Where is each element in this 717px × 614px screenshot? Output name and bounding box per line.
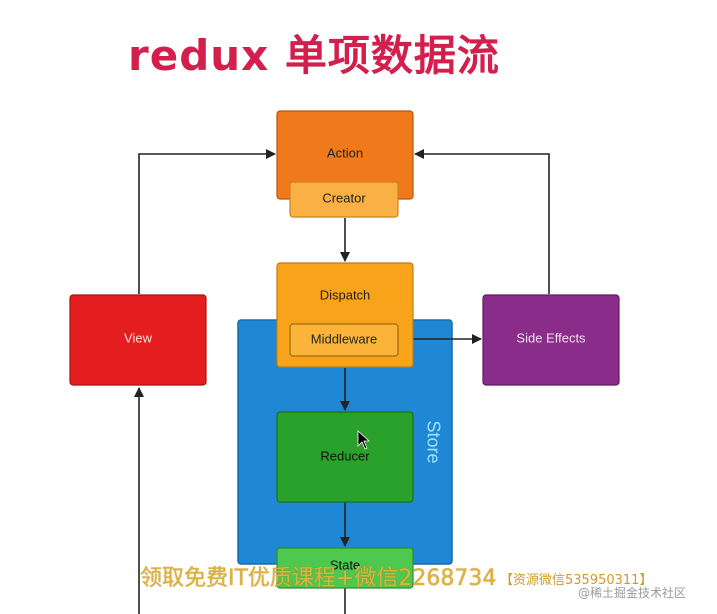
side-effects-label: Side Effects [516, 330, 586, 345]
state-label: State [330, 557, 360, 572]
side-effects-node: Side Effects [482, 294, 620, 386]
state-node: State [276, 547, 414, 589]
reducer-label: Reducer [320, 448, 370, 463]
dispatch-label: Dispatch [320, 287, 371, 302]
page-title: redux 单项数据流 [128, 31, 500, 80]
arrow-view-to-action [138, 149, 276, 294]
arrow-side-effects-to-action [414, 149, 550, 294]
creator-label: Creator [322, 190, 366, 205]
action-label: Action [327, 145, 363, 160]
creator-node: Creator [289, 181, 399, 218]
view-node: View [69, 294, 207, 386]
middleware-node: Middleware [289, 323, 399, 357]
view-label: View [124, 330, 153, 345]
contact-watermark: 【资源微信535950311】 [500, 569, 652, 588]
reducer-node: Reducer [276, 411, 414, 503]
mouse-cursor-icon [357, 430, 371, 450]
middleware-label: Middleware [311, 331, 377, 346]
store-label: Store [423, 420, 443, 463]
contact-text: 【资源微信535950311】 [500, 573, 653, 588]
promo-watermark: 领取免费IT优质课程+微信2268734 [140, 566, 497, 591]
action-node: Action [276, 110, 414, 200]
community-watermark: @稀土掘金技术社区 [578, 586, 687, 600]
